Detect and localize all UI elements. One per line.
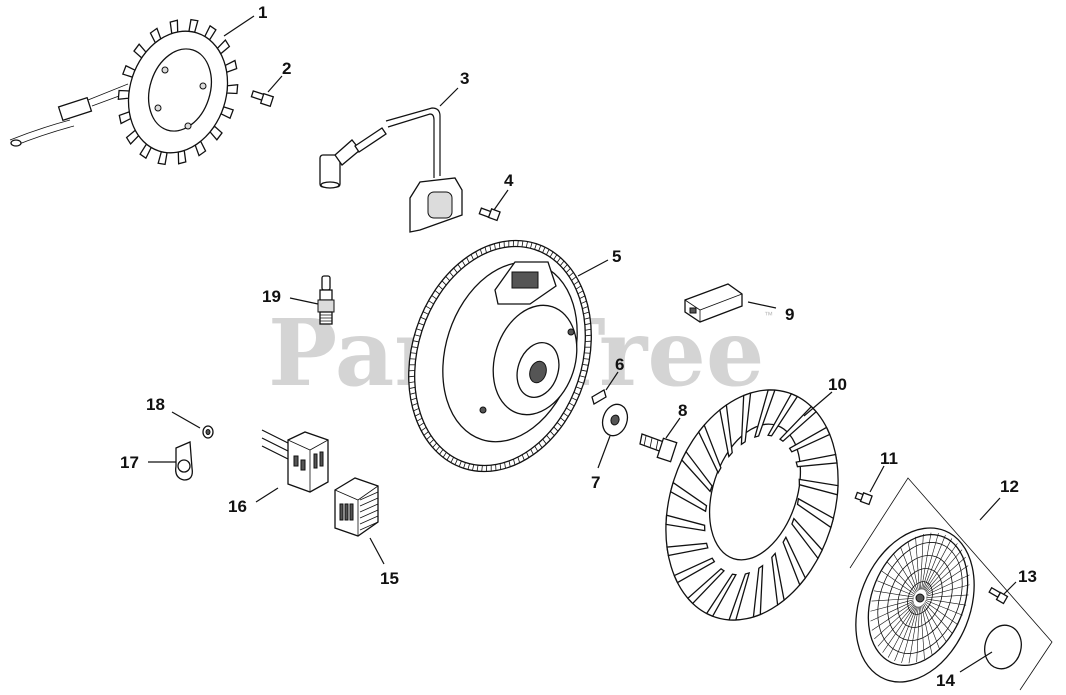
callout-8[interactable]: 8 <box>678 401 687 420</box>
part-7-washer[interactable] <box>599 401 632 439</box>
callout-15[interactable]: 15 <box>380 569 399 588</box>
part-8-bolt[interactable] <box>639 433 678 463</box>
callout-19[interactable]: 19 <box>262 287 281 306</box>
callout-18[interactable]: 18 <box>146 395 165 414</box>
part-6-key[interactable] <box>591 389 607 405</box>
callout-12[interactable]: 12 <box>1000 477 1019 496</box>
part-15-rectifier[interactable] <box>334 477 379 537</box>
part-19-spark-plug[interactable] <box>317 275 335 325</box>
callout-17[interactable]: 17 <box>120 453 139 472</box>
part-4-screw[interactable] <box>478 207 501 222</box>
part-3-ignition-module[interactable] <box>319 107 463 233</box>
callout-6[interactable]: 6 <box>615 355 624 374</box>
leader-lines <box>148 15 1017 673</box>
callout-7[interactable]: 7 <box>591 473 600 492</box>
callout-2[interactable]: 2 <box>282 59 291 78</box>
part-1-stator[interactable] <box>9 18 243 166</box>
part-17-clamp[interactable] <box>175 441 193 481</box>
callout-13[interactable]: 13 <box>1018 567 1037 586</box>
callout-3[interactable]: 3 <box>460 69 469 88</box>
part-10-fan[interactable] <box>638 367 867 642</box>
callout-4[interactable]: 4 <box>504 171 514 190</box>
callout-5[interactable]: 5 <box>612 247 621 266</box>
part-12-grass-screen[interactable] <box>834 477 1053 695</box>
callout-14[interactable]: 14 <box>936 671 955 690</box>
callout-labels: 1 2 3 4 5 6 7 8 9 10 11 12 13 14 15 16 1… <box>120 3 1037 690</box>
callout-1[interactable]: 1 <box>258 3 267 22</box>
callout-11[interactable]: 11 <box>880 449 898 468</box>
callout-9[interactable]: 9 <box>785 305 794 324</box>
part-13-screw[interactable] <box>988 586 1009 605</box>
part-11-screw[interactable] <box>854 491 873 506</box>
part-9-connector[interactable] <box>684 283 743 323</box>
part-14-decal[interactable] <box>980 621 1026 673</box>
part-16-wire-connector[interactable] <box>261 429 329 493</box>
callout-10[interactable]: 10 <box>828 375 847 394</box>
part-5-flywheel[interactable] <box>380 217 620 496</box>
watermark-trademark: ™ <box>764 310 773 320</box>
part-18-washer[interactable] <box>202 425 214 439</box>
part-2-screw[interactable] <box>250 90 275 108</box>
callout-16[interactable]: 16 <box>228 497 247 516</box>
